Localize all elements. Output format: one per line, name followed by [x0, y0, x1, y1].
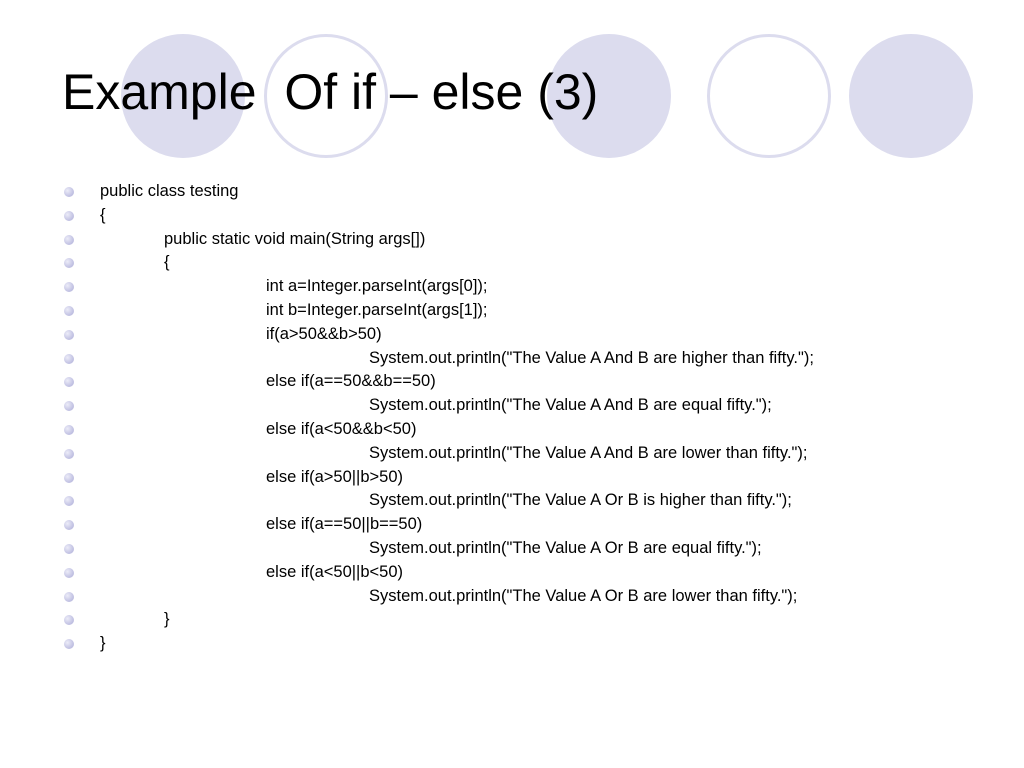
bullet-icon	[64, 187, 74, 197]
code-line-text: System.out.println("The Value A Or B are…	[369, 586, 798, 605]
code-line-text: {	[100, 205, 106, 224]
bullet-icon	[64, 639, 74, 650]
code-line-text: public static void main(String args[])	[164, 229, 426, 248]
bullet-icon	[64, 472, 74, 483]
code-line-text: System.out.println("The Value A Or B is …	[369, 491, 792, 510]
bullet-icon	[64, 567, 74, 578]
code-line-text: System.out.println("The Value A Or B are…	[369, 538, 762, 557]
bullet-icon	[64, 496, 74, 507]
code-line-text: int b=Integer.parseInt(args[1]);	[266, 300, 488, 319]
code-line-text: }	[100, 634, 106, 653]
bullet-icon	[64, 424, 74, 435]
code-line-text: int a=Integer.parseInt(args[0]);	[266, 277, 488, 296]
bullet-icon	[64, 615, 74, 626]
bullet-icon	[64, 210, 74, 221]
decorative-circle-filled	[121, 34, 245, 158]
code-line-text: if(a>50&&b>50)	[266, 324, 382, 343]
bullet-icon	[64, 543, 74, 554]
code-line-text: System.out.println("The Value A And B ar…	[369, 396, 772, 415]
bullet-icon	[64, 401, 74, 412]
code-line-text: }	[164, 610, 170, 629]
slide-title: Example Of if – else (3)	[62, 64, 599, 120]
bullet-icon	[64, 377, 74, 388]
bullet-icon	[64, 591, 74, 602]
code-line-text: else if(a>50||b>50)	[266, 467, 403, 486]
code-line-text: else if(a==50&&b==50)	[266, 372, 436, 391]
code-line-text: else if(a==50||b==50)	[266, 515, 423, 534]
bullet-icon	[64, 258, 74, 269]
bullet-icon	[64, 234, 74, 245]
code-line-text: else if(a<50&&b<50)	[266, 419, 417, 438]
bullet-icon	[64, 520, 74, 531]
code-line-text: System.out.println("The Value A And B ar…	[369, 348, 814, 367]
code-line-text: {	[164, 253, 170, 272]
bullet-icon	[64, 282, 74, 293]
code-line-text: else if(a<50||b<50)	[266, 562, 403, 581]
decorative-circle-filled	[547, 34, 671, 158]
code-line-text: public class testing	[100, 182, 239, 200]
decorative-circle-outline	[264, 34, 388, 158]
decorative-circle-outline	[707, 34, 831, 158]
bullet-icon	[64, 305, 74, 316]
decorative-circle-filled	[849, 34, 973, 158]
code-line-text: System.out.println("The Value A And B ar…	[369, 443, 808, 462]
bullet-icon	[64, 329, 74, 340]
bullet-icon	[64, 353, 74, 364]
bullet-icon	[64, 448, 74, 459]
